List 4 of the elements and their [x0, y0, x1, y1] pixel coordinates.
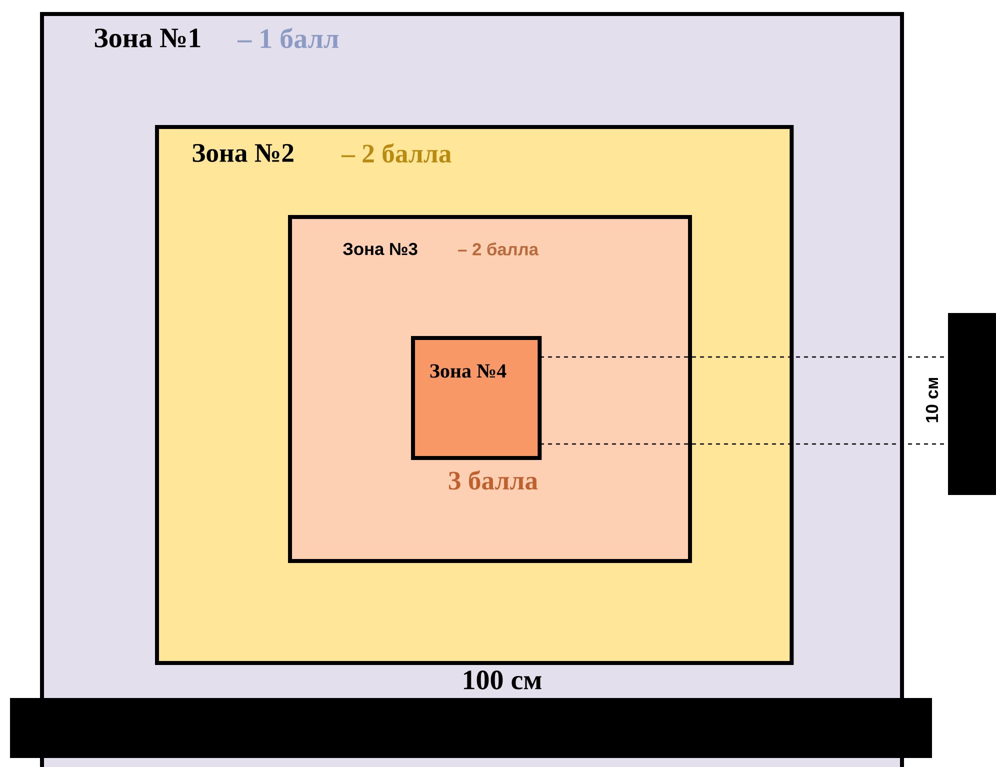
zone-box: Зона №4 3 балла: [411, 336, 542, 490]
dimension-label: 100 см: [464, 670, 542, 690]
dimension-label: 10 см: [926, 378, 938, 422]
node-label: 3 балла: [448, 470, 538, 490]
